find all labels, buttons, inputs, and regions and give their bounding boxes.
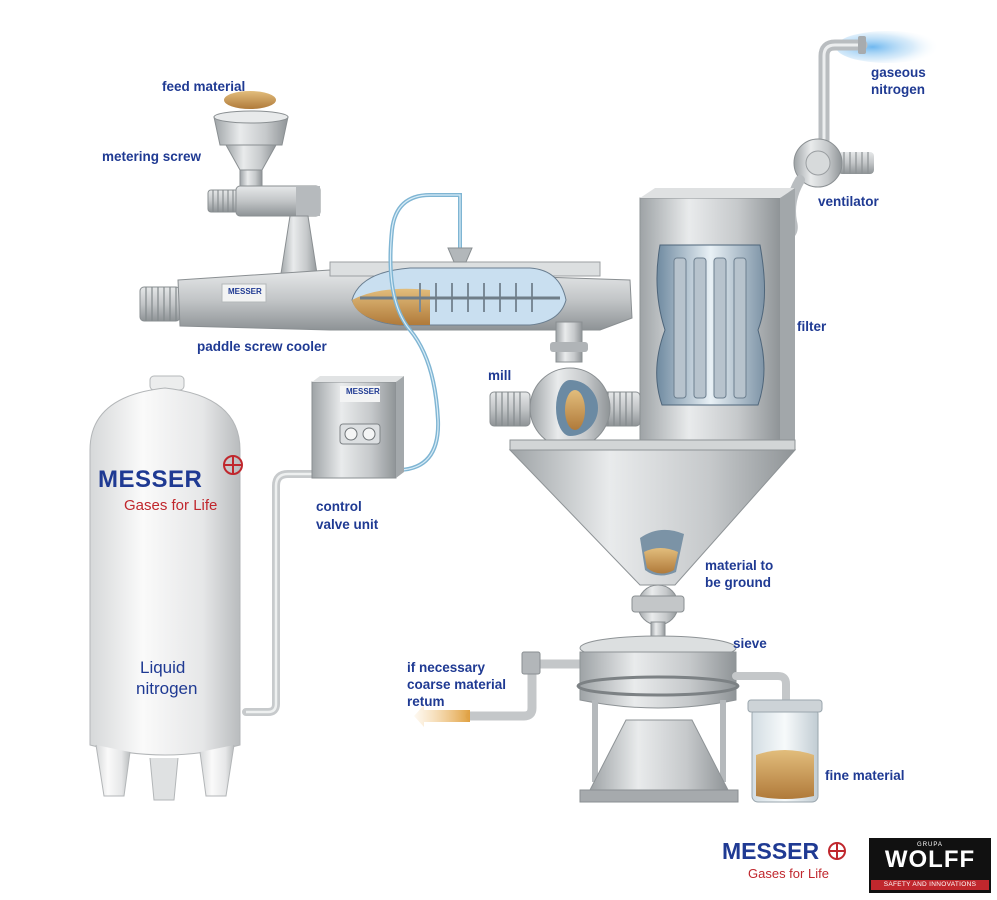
sieve-unit bbox=[576, 635, 790, 803]
wolff-logo: GRUPA WOLFF SAFETY AND INNOVATIONS bbox=[869, 838, 991, 893]
messer-logo-name: MESSER bbox=[722, 838, 820, 864]
label-return-line2: coarse material bbox=[407, 677, 507, 692]
valve-brand: MESSER bbox=[346, 387, 380, 396]
label-metering-screw: metering screw bbox=[102, 149, 202, 164]
wolff-name: WOLFF bbox=[884, 846, 976, 873]
fine-material-jar bbox=[747, 699, 823, 803]
tank-supply-pipe bbox=[242, 470, 320, 716]
label-material-line2: be ground bbox=[705, 575, 771, 590]
wolff-group: GRUPA bbox=[917, 842, 943, 848]
tank-content-line1: Liquid bbox=[140, 658, 186, 677]
label-control-line1: control bbox=[316, 499, 362, 514]
label-filter: filter bbox=[797, 319, 827, 334]
wolff-tagline: SAFETY AND INNOVATIONS bbox=[871, 880, 989, 890]
messer-logo-tagline: Gases for Life bbox=[748, 866, 829, 881]
label-feed-material: feed material bbox=[162, 79, 246, 94]
label-fine-material: fine material bbox=[825, 768, 905, 783]
tank-tagline: Gases for Life bbox=[124, 497, 218, 514]
tank-content-line2: nitrogen bbox=[136, 679, 198, 698]
label-ventilator: ventilator bbox=[818, 194, 879, 209]
nitrogen-tank bbox=[89, 375, 243, 801]
messer-emblem-icon bbox=[223, 455, 243, 475]
label-mill: mill bbox=[488, 368, 512, 383]
control-valve-cabinet bbox=[311, 376, 404, 479]
tank-brand-name: MESSER bbox=[98, 466, 203, 493]
label-paddle-screw-cooler: paddle screw cooler bbox=[197, 339, 327, 354]
feed-hopper bbox=[213, 91, 289, 193]
cooler-brand: MESSER bbox=[228, 287, 262, 296]
filter-housing bbox=[639, 188, 795, 461]
mill-unit bbox=[489, 321, 641, 449]
label-material-line1: material to bbox=[705, 558, 774, 573]
collector-cone bbox=[508, 439, 797, 651]
paddle-screw-cooler bbox=[139, 261, 633, 331]
return-arrow bbox=[414, 705, 470, 727]
label-sieve: sieve bbox=[733, 636, 767, 651]
label-return-line3: retum bbox=[407, 694, 445, 709]
metering-screw-barrel bbox=[207, 185, 321, 281]
label-gaseous-line1: gaseous bbox=[871, 65, 926, 80]
label-return-line1: if necessary bbox=[407, 660, 486, 675]
label-gaseous-line2: nitrogen bbox=[871, 82, 925, 97]
messer-logo-emblem-icon bbox=[828, 842, 846, 860]
label-control-line2: valve unit bbox=[316, 517, 379, 532]
